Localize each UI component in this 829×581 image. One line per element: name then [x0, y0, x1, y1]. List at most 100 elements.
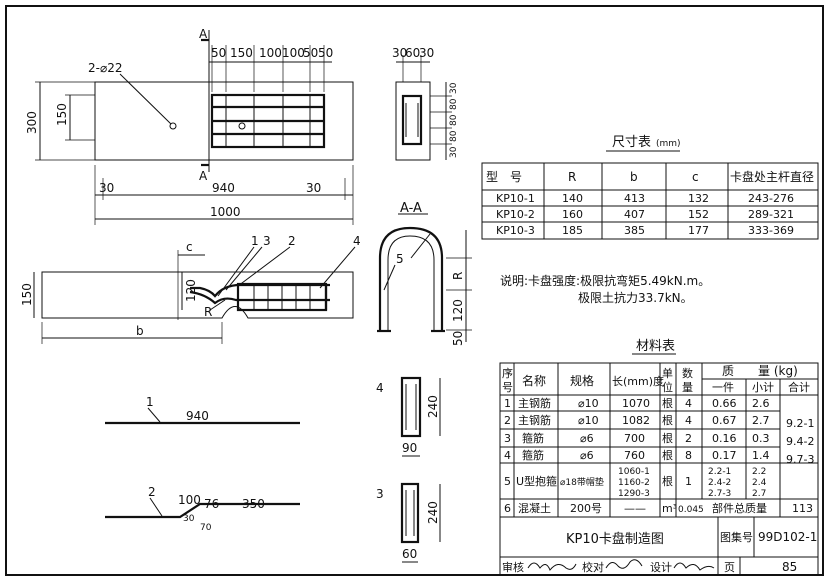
size-header-r: R: [568, 170, 576, 184]
elevation-b: b: [136, 324, 144, 338]
mat-cell: 根: [662, 396, 673, 410]
atlas-number: 99D102-1: [758, 530, 817, 544]
review-signature: [527, 562, 577, 571]
section-aa-view: A-A 5 R 120 50: [377, 201, 472, 346]
mat-cell: 1290-3: [618, 489, 650, 499]
bar-1-detail: 1 940: [105, 395, 300, 425]
size-table-unit: (mm): [656, 139, 681, 149]
mat-cell: 主钢筋: [518, 413, 551, 427]
mat-cell: 2.2-1: [708, 467, 731, 477]
elevation-callout-1: 1: [251, 234, 259, 248]
size-header-b: b: [630, 170, 638, 184]
plan-dim-top-4: 50: [303, 46, 318, 60]
mat-cell: 1082: [622, 414, 650, 427]
cross-side-dim-4: 30: [449, 146, 459, 158]
size-table: 尺寸表 (mm) 型 号 R b c 卡盘处主杆直径 KP10-1 140 41…: [481, 135, 819, 240]
mat-cell: 根: [662, 413, 673, 427]
mat-cell: 200号: [570, 502, 602, 515]
mat-cell: 0.17: [712, 449, 737, 462]
elevation-dim-120: 120: [184, 279, 198, 302]
plan-middle: 940: [212, 181, 235, 195]
mat-cell: 2.6: [752, 397, 770, 410]
bar1-length: 940: [186, 409, 209, 423]
title-block-title: KP10卡盘制造图: [566, 531, 664, 547]
mat-h-unit-1: 单: [662, 367, 673, 380]
mat-cell: 2.7: [752, 489, 766, 499]
mat-cell: 根: [662, 474, 673, 488]
cross-top-dim-0: 30: [392, 46, 407, 60]
material-table-title: 材料表: [636, 339, 675, 354]
mat-cell: 0.16: [712, 432, 737, 445]
mat-cell: 6: [504, 502, 511, 515]
mat-total-2: 9.4-2: [786, 435, 814, 448]
mat-h-seq-2: 号: [502, 381, 513, 394]
mat-cell: ⌀18带帽垫: [560, 476, 604, 488]
mat-h-subtotal: 小计: [752, 381, 774, 394]
page-number: 85: [782, 560, 797, 574]
bar4-number: 4: [376, 381, 384, 395]
size-cell: 160: [562, 208, 583, 221]
mat-cell: 700: [624, 432, 645, 445]
size-cell: KP10-3: [496, 224, 535, 237]
mat-cell: 760: [624, 449, 645, 462]
review-label: 审核: [502, 560, 524, 574]
elevation-r: R: [204, 305, 212, 319]
mat-cell: ——: [624, 502, 646, 515]
mat-cell: 1060-1: [618, 467, 650, 477]
plan-dim-top-1: 150: [230, 46, 253, 60]
elevation-callout-3: 3: [263, 234, 271, 248]
cross-top-dim-1: 60: [405, 46, 420, 60]
mat-cell: 4: [685, 414, 692, 427]
mat-h-qty-1: 数: [682, 367, 693, 380]
size-cell: KP10-2: [496, 208, 535, 221]
size-cell: 132: [688, 192, 709, 205]
mat-cell: ⌀10: [578, 397, 599, 410]
mat-h-unit-2: 位: [662, 380, 673, 394]
bar4-width: 90: [402, 441, 417, 455]
plan-height: 300: [25, 111, 39, 134]
size-cell: 413: [624, 192, 645, 205]
bar2-number: 2: [148, 485, 156, 499]
mat-cell: 1: [685, 475, 692, 488]
size-cell: 385: [624, 224, 645, 237]
mat-h-seq-1: 序: [502, 366, 513, 380]
size-cell: 407: [624, 208, 645, 221]
plan-inner-height: 150: [55, 103, 69, 126]
mat-cell: 根: [662, 431, 673, 445]
note-line-1: 说明:卡盘强度:极限抗弯矩5.49kN.m。: [500, 273, 710, 288]
size-cell: 185: [562, 224, 583, 237]
note: 说明:卡盘强度:极限抗弯矩5.49kN.m。 极限土抗力33.7kN。: [500, 273, 710, 305]
size-header-model: 型 号: [486, 170, 522, 184]
design-label: 设计: [650, 561, 672, 574]
mat-cell: 8: [685, 449, 692, 462]
bar3-width: 60: [402, 547, 417, 561]
bar2-d30: 30: [183, 514, 195, 524]
mat-cell: 2.2: [752, 467, 766, 477]
check-signature: [605, 559, 643, 569]
mat-cell: 0.045: [678, 505, 704, 515]
material-table: 材料表 序 号 名称 规格 长(mm)度 单 位 数 量 质 量 (kg) 一件…: [499, 339, 819, 518]
mat-cell: ⌀6: [580, 432, 594, 445]
elevation-callout-4: 4: [353, 234, 361, 248]
plan-dim-top-2: 100: [259, 46, 282, 60]
mat-cell: 0.3: [752, 432, 770, 445]
size-cell: 177: [688, 224, 709, 237]
size-cell: KP10-1: [496, 192, 535, 205]
mat-cell: 2: [504, 414, 511, 427]
size-cell: 243-276: [748, 192, 794, 205]
mat-cell: 3: [504, 432, 511, 445]
elevation-dim-150: 150: [20, 283, 34, 306]
mat-h-total: 合计: [788, 380, 810, 394]
bar3-number: 3: [376, 487, 384, 501]
bar2-d100: 100: [178, 493, 201, 507]
section-aa-title: A-A: [400, 201, 422, 216]
mat-cell: ⌀6: [580, 449, 594, 462]
plan-total-length: 1000: [210, 205, 241, 219]
mat-cell: 4: [685, 397, 692, 410]
plan-view: A A 2-⌀22 50 150 100 100 50 50: [25, 27, 354, 225]
mat-cell: 5: [504, 475, 511, 488]
mat-cell: 混凝土: [518, 501, 551, 515]
mat-cell: m³: [662, 502, 677, 515]
size-header-c: c: [692, 170, 699, 184]
